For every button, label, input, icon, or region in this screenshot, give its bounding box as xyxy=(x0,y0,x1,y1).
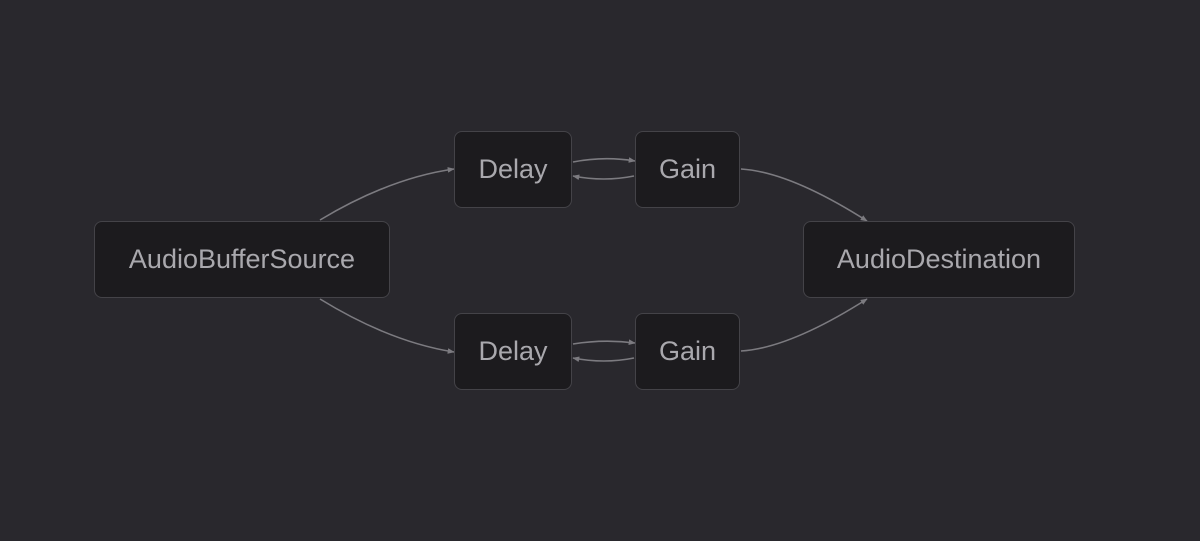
node-label: Gain xyxy=(658,154,717,184)
node-audio-destination[interactable]: AudioDestination xyxy=(803,221,1075,298)
node-label: Gain xyxy=(658,336,717,366)
node-delay-bottom[interactable]: Delay xyxy=(454,313,572,390)
edge-source-to-delay1 xyxy=(319,167,455,221)
node-delay-top[interactable]: Delay xyxy=(454,131,572,208)
node-label: AudioBufferSource xyxy=(128,244,356,274)
edge-gain1-to-delay1 xyxy=(572,174,635,180)
edge-delay2-to-gain2 xyxy=(572,339,636,345)
node-audio-buffer-source[interactable]: AudioBufferSource xyxy=(94,221,390,298)
edge-gain1-to-dest xyxy=(740,168,868,222)
node-label: Delay xyxy=(478,336,548,366)
node-label: Delay xyxy=(478,154,548,184)
edge-delay1-to-gain1 xyxy=(572,157,636,163)
edge-gain2-to-delay2 xyxy=(572,356,635,362)
edge-gain2-to-dest xyxy=(740,298,868,352)
node-label: AudioDestination xyxy=(836,244,1042,274)
node-gain-top[interactable]: Gain xyxy=(635,131,740,208)
node-gain-bottom[interactable]: Gain xyxy=(635,313,740,390)
edge-source-to-delay2 xyxy=(319,298,455,354)
